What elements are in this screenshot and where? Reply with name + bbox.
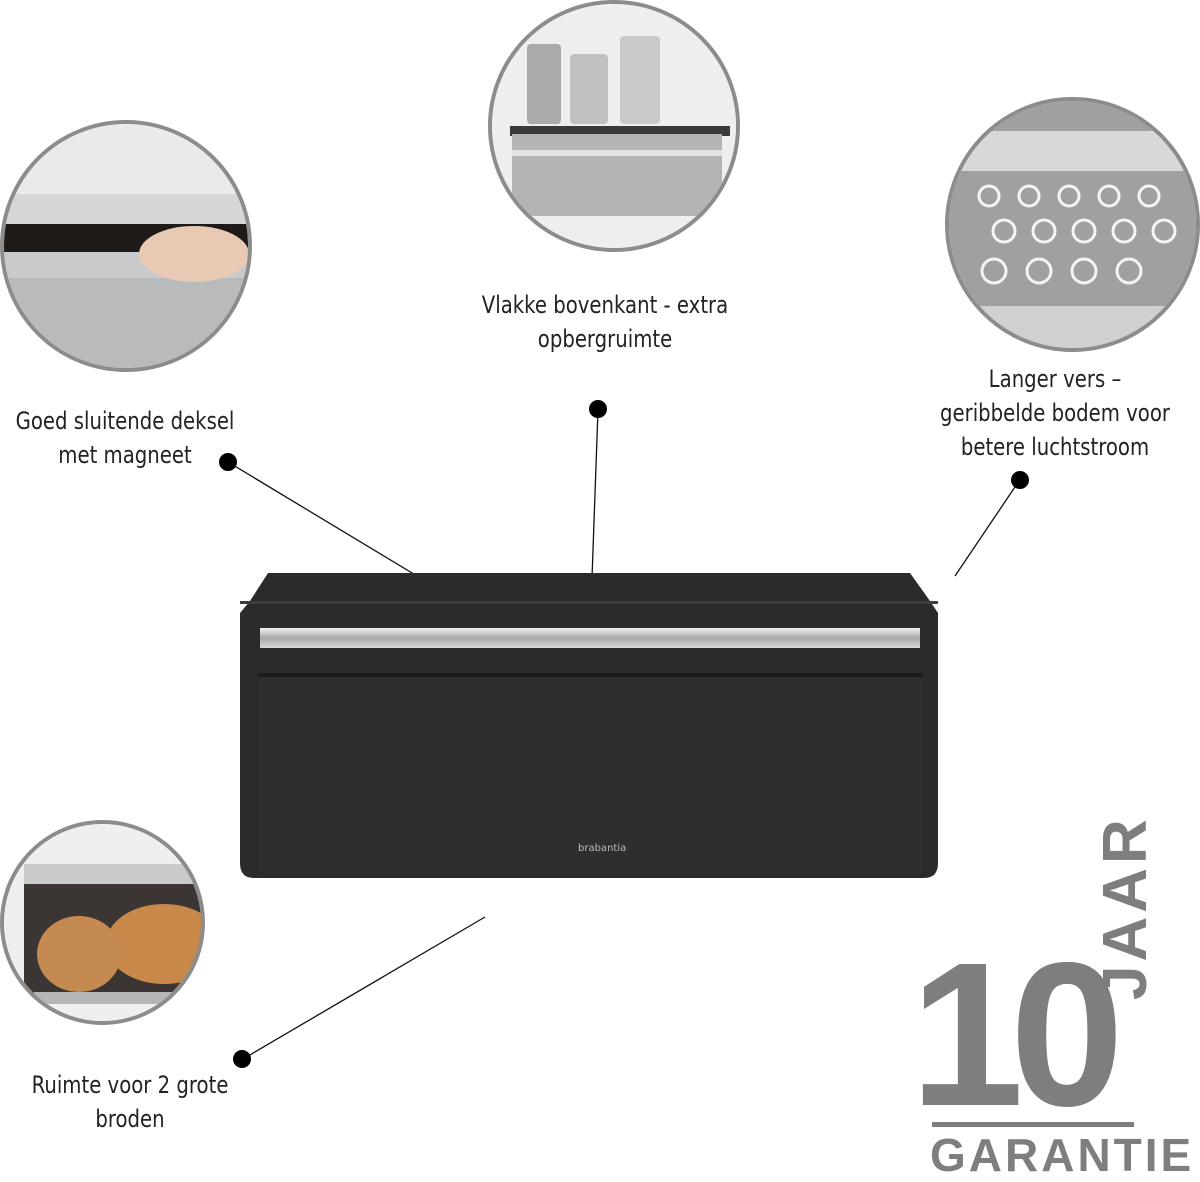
feature-space-line2: broden [95, 1105, 165, 1133]
connector-bottom [954, 480, 1020, 577]
feature-top-line2: opbergruimte [537, 325, 673, 353]
detail-image-lid-handle [0, 120, 252, 372]
marker-dot-top [589, 400, 607, 418]
feature-lid-line2: met magneet [58, 441, 192, 469]
detail-image-ribbed-bottom [945, 97, 1200, 352]
feature-bottom-line1: Langer vers – [988, 365, 1122, 393]
feature-bottom-line2: geribbelde bodem voor [940, 399, 1170, 427]
connector-top [591, 409, 599, 579]
feature-label-lid: Goed sluitende deksel met magneet [6, 404, 244, 472]
feature-lid-line1: Goed sluitende deksel [15, 407, 235, 435]
marker-dot-lid [219, 453, 237, 471]
connector-space [242, 916, 486, 1060]
detail-image-bread-space [0, 820, 205, 1025]
feature-space-line1: Ruimte voor 2 grote [31, 1071, 229, 1099]
warranty-unit: JAAR [1091, 815, 1160, 1000]
feature-label-bottom: Langer vers – geribbelde bodem voor bete… [932, 362, 1178, 464]
detail-image-flat-top [488, 0, 740, 252]
warranty-label: GARANTIE [930, 1129, 1195, 1181]
feature-top-line1: Vlakke bovenkant - extra [481, 291, 729, 319]
marker-dot-space [233, 1050, 251, 1068]
bread-bin-product: brabantia [240, 573, 938, 878]
feature-bottom-line3: betere luchtstroom [960, 433, 1150, 461]
brand-logo: brabantia [578, 843, 627, 854]
warranty-divider [932, 1122, 1134, 1127]
warranty-years: 10 [910, 920, 1124, 1149]
feature-label-space: Ruimte voor 2 grote broden [23, 1068, 236, 1136]
feature-label-top: Vlakke bovenkant - extra opbergruimte [470, 288, 741, 356]
marker-dot-bottom [1011, 471, 1029, 489]
